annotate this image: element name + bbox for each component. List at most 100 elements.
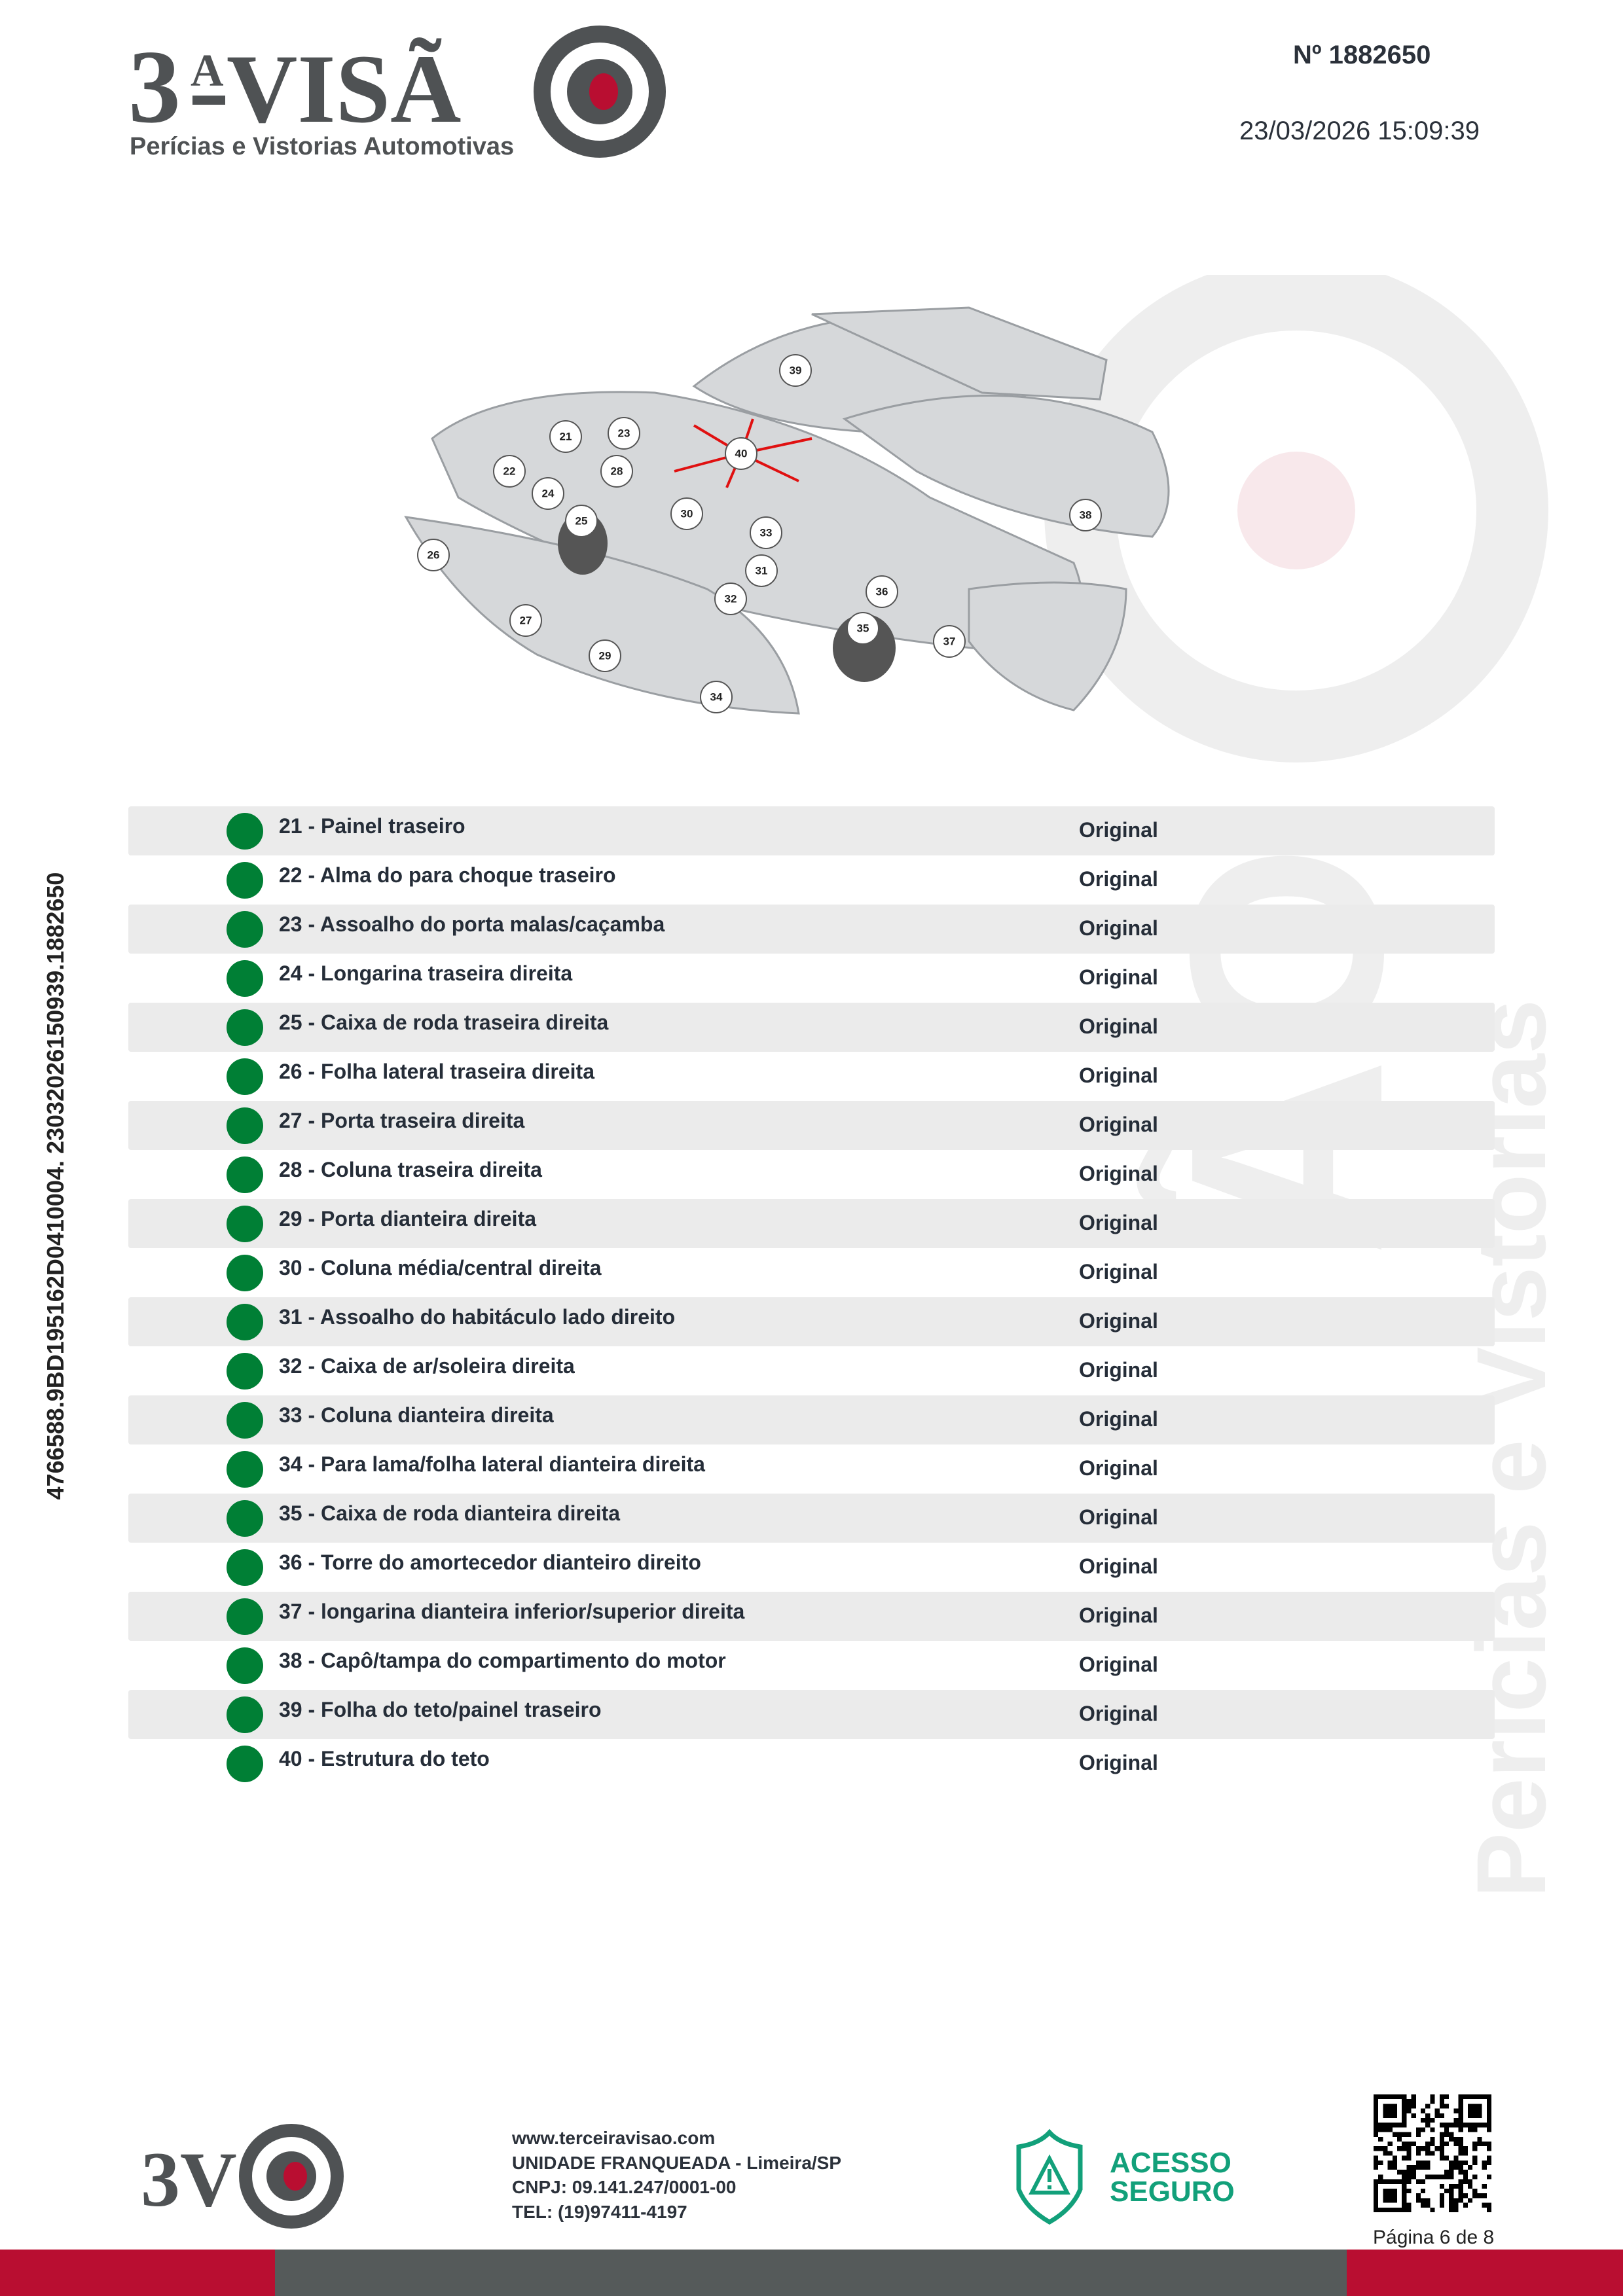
callout-30: 30 (670, 497, 703, 530)
cnpj: CNPJ: 09.141.247/0001-00 (512, 2177, 737, 2197)
part-status: Original (1079, 916, 1158, 940)
part-status: Original (1079, 1456, 1158, 1480)
svg-text:30: 30 (681, 508, 693, 520)
table-row: 30 - Coluna média/central direita Origin… (128, 1248, 1495, 1297)
svg-text:23: 23 (618, 427, 630, 440)
svg-text:26: 26 (428, 549, 440, 562)
callout-25: 25 (565, 505, 598, 537)
part-label: 23 - Assoalho do porta malas/caçamba (279, 912, 665, 936)
table-row: 40 - Estrutura do teto Original (128, 1739, 1495, 1788)
secure-line-2: SEGURO (1110, 2176, 1235, 2208)
callout-33: 33 (750, 516, 782, 549)
callout-37: 37 (933, 625, 966, 658)
phone: TEL: (19)97411-4197 (512, 2201, 687, 2222)
part-label: 35 - Caixa de roda dianteira direita (279, 1501, 621, 1525)
callout-22: 22 (493, 455, 526, 488)
website-link[interactable]: www.terceiravisao.com (512, 2128, 716, 2148)
document-number: Nº 1882650 (1293, 41, 1431, 69)
status-indicator-icon (227, 1696, 263, 1733)
svg-text:31: 31 (756, 565, 768, 577)
footer-logo: 3V (141, 2124, 344, 2229)
svg-text:39: 39 (790, 365, 802, 377)
part-status: Original (1079, 1064, 1158, 1087)
part-status: Original (1079, 1309, 1158, 1333)
table-row: 28 - Coluna traseira direita Original (128, 1150, 1495, 1199)
part-label: 37 - longarina dianteira inferior/superi… (279, 1600, 745, 1623)
callout-32: 32 (714, 583, 747, 615)
svg-text:40: 40 (735, 448, 748, 460)
status-indicator-icon (227, 1402, 263, 1439)
callout-26: 26 (417, 539, 450, 571)
callout-40: 40 (725, 437, 757, 470)
table-row: 37 - longarina dianteira inferior/superi… (128, 1592, 1495, 1641)
status-indicator-icon (227, 1549, 263, 1586)
callout-29: 29 (589, 639, 621, 672)
status-indicator-icon (227, 1206, 263, 1242)
svg-text:28: 28 (611, 465, 623, 478)
qr-code[interactable] (1373, 2094, 1492, 2212)
status-indicator-icon (227, 1304, 263, 1340)
status-indicator-icon (227, 862, 263, 899)
table-row: 25 - Caixa de roda traseira direita Orig… (128, 1003, 1495, 1052)
table-row: 32 - Caixa de ar/soleira direita Origina… (128, 1346, 1495, 1395)
status-indicator-icon (227, 1058, 263, 1095)
callout-28: 28 (600, 455, 633, 488)
status-indicator-icon (227, 813, 263, 850)
part-label: 36 - Torre do amortecedor dianteiro dire… (279, 1551, 701, 1574)
callout-24: 24 (532, 477, 564, 510)
table-row: 34 - Para lama/folha lateral dianteira d… (128, 1444, 1495, 1494)
part-label: 34 - Para lama/folha lateral dianteira d… (279, 1452, 705, 1476)
table-row: 33 - Coluna dianteira direita Original (128, 1395, 1495, 1444)
svg-text:33: 33 (760, 527, 773, 539)
part-status: Original (1079, 1113, 1158, 1136)
part-label: 29 - Porta dianteira direita (279, 1207, 537, 1230)
svg-text:27: 27 (520, 615, 532, 627)
svg-text:3V: 3V (141, 2136, 237, 2223)
part-label: 39 - Folha do teto/painel traseiro (279, 1698, 602, 1721)
status-indicator-icon (227, 911, 263, 948)
part-status: Original (1079, 1554, 1158, 1578)
callout-36: 36 (866, 575, 898, 608)
status-indicator-icon (227, 1255, 263, 1291)
part-label: 40 - Estrutura do teto (279, 1747, 490, 1770)
part-label: 32 - Caixa de ar/soleira direita (279, 1354, 575, 1378)
status-indicator-icon (227, 1157, 263, 1193)
svg-text:36: 36 (876, 586, 888, 598)
svg-text:24: 24 (542, 488, 555, 500)
part-status: Original (1079, 1751, 1158, 1774)
part-label: 33 - Coluna dianteira direita (279, 1403, 554, 1427)
table-row: 29 - Porta dianteira direita Original (128, 1199, 1495, 1248)
svg-text:29: 29 (599, 650, 611, 662)
part-status: Original (1079, 1162, 1158, 1185)
callout-31: 31 (745, 554, 778, 587)
parts-status-list: 21 - Painel traseiro Original 22 - Alma … (128, 806, 1495, 1788)
status-indicator-icon (227, 960, 263, 997)
callout-38: 38 (1069, 499, 1102, 531)
svg-text:3: 3 (128, 28, 178, 145)
shield-warning-icon (1016, 2128, 1083, 2225)
document-verification-code: 4766588.9BD195162D0410004. 2303202615093… (42, 872, 69, 1500)
table-row: 39 - Folha do teto/painel traseiro Origi… (128, 1690, 1495, 1739)
part-status: Original (1079, 1358, 1158, 1382)
table-row: 38 - Capô/tampa do compartimento do moto… (128, 1641, 1495, 1690)
svg-text:32: 32 (725, 593, 737, 605)
part-status: Original (1079, 1407, 1158, 1431)
table-row: 31 - Assoalho do habitáculo lado direito… (128, 1297, 1495, 1346)
svg-text:34: 34 (710, 691, 723, 704)
table-row: 27 - Porta traseira direita Original (128, 1101, 1495, 1150)
part-label: 26 - Folha lateral traseira direita (279, 1060, 594, 1083)
svg-text:VISÃ: VISÃ (227, 35, 461, 143)
svg-text:38: 38 (1080, 509, 1092, 522)
status-indicator-icon (227, 1009, 263, 1046)
status-indicator-icon (227, 1107, 263, 1144)
table-row: 35 - Caixa de roda dianteira direita Ori… (128, 1494, 1495, 1543)
table-row: 36 - Torre do amortecedor dianteiro dire… (128, 1543, 1495, 1592)
part-status: Original (1079, 1604, 1158, 1627)
part-status: Original (1079, 1211, 1158, 1234)
status-indicator-icon (227, 1500, 263, 1537)
logo-tagline: Perícias e Vistorias Automotivas (130, 133, 514, 160)
part-status: Original (1079, 1260, 1158, 1283)
status-indicator-icon (227, 1647, 263, 1684)
document-datetime: 23/03/2026 15:09:39 (1239, 117, 1480, 145)
